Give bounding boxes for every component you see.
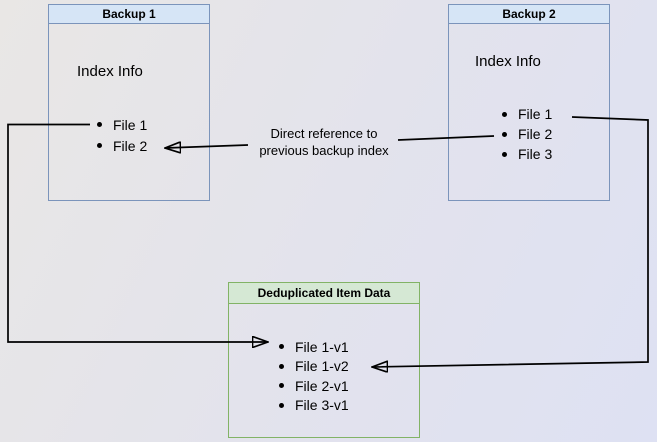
backup2-box: Backup 2: [448, 4, 610, 201]
bullet-icon: [97, 143, 102, 148]
list-item: File 2: [502, 124, 552, 144]
bullet-icon: [279, 383, 284, 389]
list-item: File 3: [502, 144, 552, 164]
bullet-icon: [279, 402, 284, 408]
backup2-title: Backup 2: [502, 7, 556, 21]
bullet-icon: [502, 151, 507, 157]
backup1-file-list: File 1 File 2: [97, 114, 147, 156]
list-item-label: File 2-v1: [295, 377, 349, 394]
backup1-title: Backup 1: [102, 7, 156, 21]
bullet-icon: [97, 122, 102, 127]
list-item-label: File 2: [113, 137, 148, 154]
edge-label-line1: Direct reference to: [270, 126, 378, 141]
bullet-icon: [502, 131, 507, 137]
bullet-icon: [279, 344, 284, 350]
list-item-label: File 3-v1: [295, 397, 349, 414]
list-item-label: File 1: [518, 106, 553, 122]
list-item-label: File 2: [518, 126, 553, 142]
edge-label-direct-reference: Direct reference to previous backup inde…: [229, 125, 419, 159]
list-item-label: File 1-v2: [295, 358, 349, 375]
backup2-file-list: File 1 File 2 File 3: [502, 104, 552, 164]
list-item: File 1: [502, 104, 552, 124]
backup2-header: Backup 2: [449, 5, 609, 24]
bullet-icon: [279, 363, 284, 369]
dedup-title: Deduplicated Item Data: [257, 286, 391, 300]
list-item-label: File 1-v1: [295, 338, 349, 355]
list-item: File 1: [97, 114, 147, 135]
backup1-header: Backup 1: [49, 5, 209, 24]
list-item: File 2-v1: [279, 376, 349, 396]
edge-label-line2: previous backup index: [259, 143, 389, 158]
list-item-label: File 3: [518, 146, 553, 162]
backup1-index-info-label: Index Info: [77, 63, 143, 80]
list-item-label: File 1: [113, 116, 148, 133]
bullet-icon: [502, 111, 507, 117]
dedup-header: Deduplicated Item Data: [229, 283, 419, 304]
dedup-file-list: File 1-v1 File 1-v2 File 2-v1 File 3-v1: [279, 337, 349, 415]
backup2-index-info-label: Index Info: [475, 53, 541, 70]
list-item: File 2: [97, 135, 147, 156]
list-item: File 1-v1: [279, 337, 349, 357]
list-item: File 3-v1: [279, 396, 349, 416]
dedup-box: Deduplicated Item Data: [228, 282, 420, 438]
backup1-box: Backup 1: [48, 4, 210, 201]
list-item: File 1-v2: [279, 357, 349, 377]
